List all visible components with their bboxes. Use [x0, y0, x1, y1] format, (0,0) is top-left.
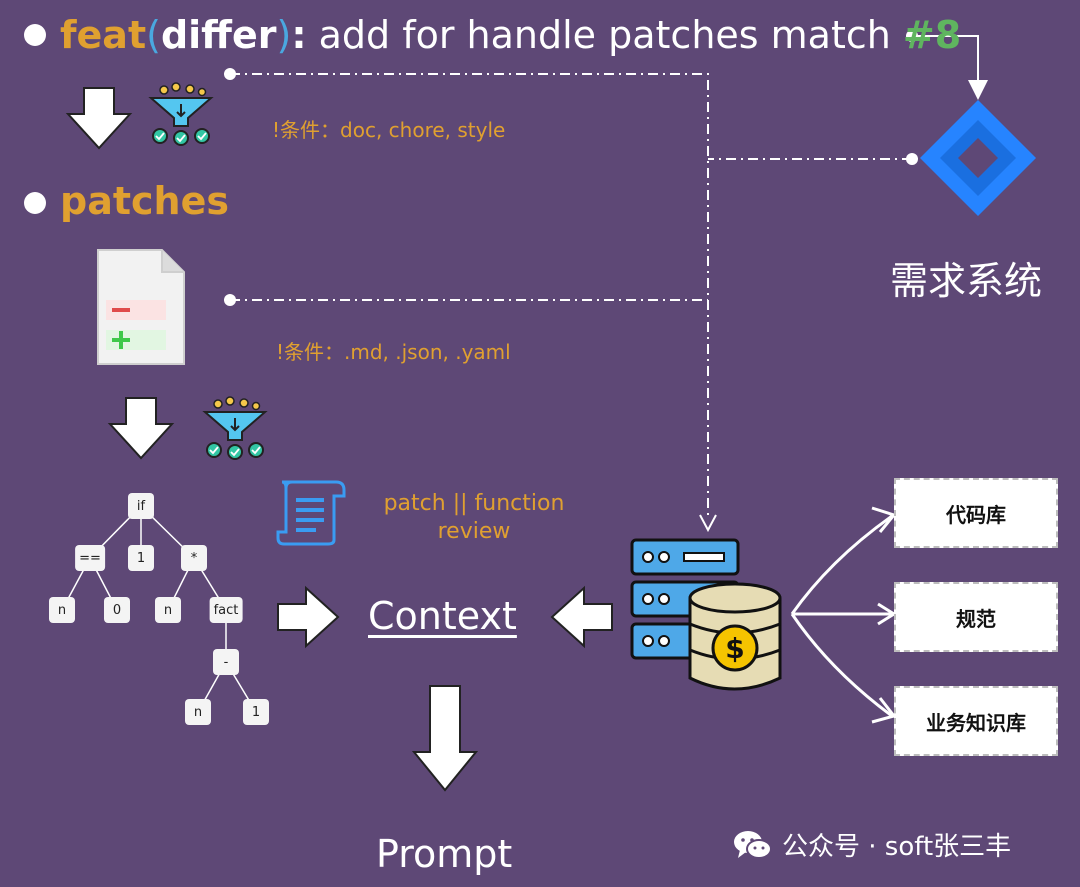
commit-colon: :	[291, 13, 307, 57]
filter-funnel-icon	[202, 396, 268, 460]
review-line-1: patch || function	[383, 491, 565, 516]
requirement-system-label: 需求系统	[890, 259, 1043, 303]
arrow-left-icon	[550, 585, 613, 649]
patches-bullet	[24, 192, 46, 214]
ast-node: n	[185, 699, 211, 725]
review-line-2: review	[437, 519, 511, 544]
knowledge-box-codebase: 代码库	[894, 478, 1058, 548]
arrow-down-icon	[107, 397, 175, 460]
ast-node: *	[181, 545, 207, 571]
db-to-knowledge-arrows	[790, 506, 897, 724]
ast-node: fact	[209, 597, 243, 623]
issue-to-jira-connector	[906, 30, 988, 100]
knowledge-box-standards: 规范	[894, 582, 1058, 652]
commit-message: feat(differ): add for handle patches mat…	[60, 10, 961, 60]
server-database-icon: $	[630, 538, 782, 691]
wechat-icon	[734, 830, 772, 859]
commit-bullet	[24, 24, 46, 46]
arrow-down-icon	[411, 685, 479, 792]
commit-paren-open: (	[146, 13, 161, 57]
review-label: patch || function review	[374, 490, 574, 546]
commit-issue: #8	[902, 13, 962, 57]
prompt-label: Prompt	[376, 832, 513, 876]
commit-scope: differ	[160, 13, 277, 57]
ast-node: ==	[75, 545, 105, 571]
dashed-requirement-connectors	[230, 73, 912, 520]
filter-condition-1: !条件：doc, chore, style	[272, 118, 506, 142]
context-label: Context	[368, 594, 517, 638]
jira-logo-icon	[920, 100, 1036, 216]
commit-text: add for handle patches match	[306, 13, 903, 57]
watermark: 公众号 · soft张三丰	[732, 826, 1011, 863]
ast-node: n	[155, 597, 181, 623]
filter-funnel-icon	[148, 82, 214, 146]
ast-node: 1	[128, 545, 154, 571]
ast-node: if	[128, 493, 154, 519]
database-cylinder: $	[688, 582, 782, 691]
commit-paren-close: )	[276, 13, 292, 57]
commit-type: feat	[60, 13, 147, 57]
patches-label: patches	[60, 179, 229, 223]
diff-file-icon	[97, 249, 185, 365]
watermark-text: 公众号 · soft张三丰	[782, 832, 1012, 862]
arrow-down-icon	[65, 87, 133, 150]
svg-text:$: $	[725, 632, 744, 665]
knowledge-box-business: 业务知识库	[894, 686, 1058, 756]
filter-condition-2: !条件：.md, .json, .yaml	[276, 340, 511, 364]
document-icon	[276, 480, 346, 546]
ast-node: n	[49, 597, 75, 623]
arrow-right-icon	[277, 585, 340, 649]
ast-node: 0	[104, 597, 130, 623]
ast-node: 1	[243, 699, 269, 725]
ast-node: -	[213, 649, 239, 675]
